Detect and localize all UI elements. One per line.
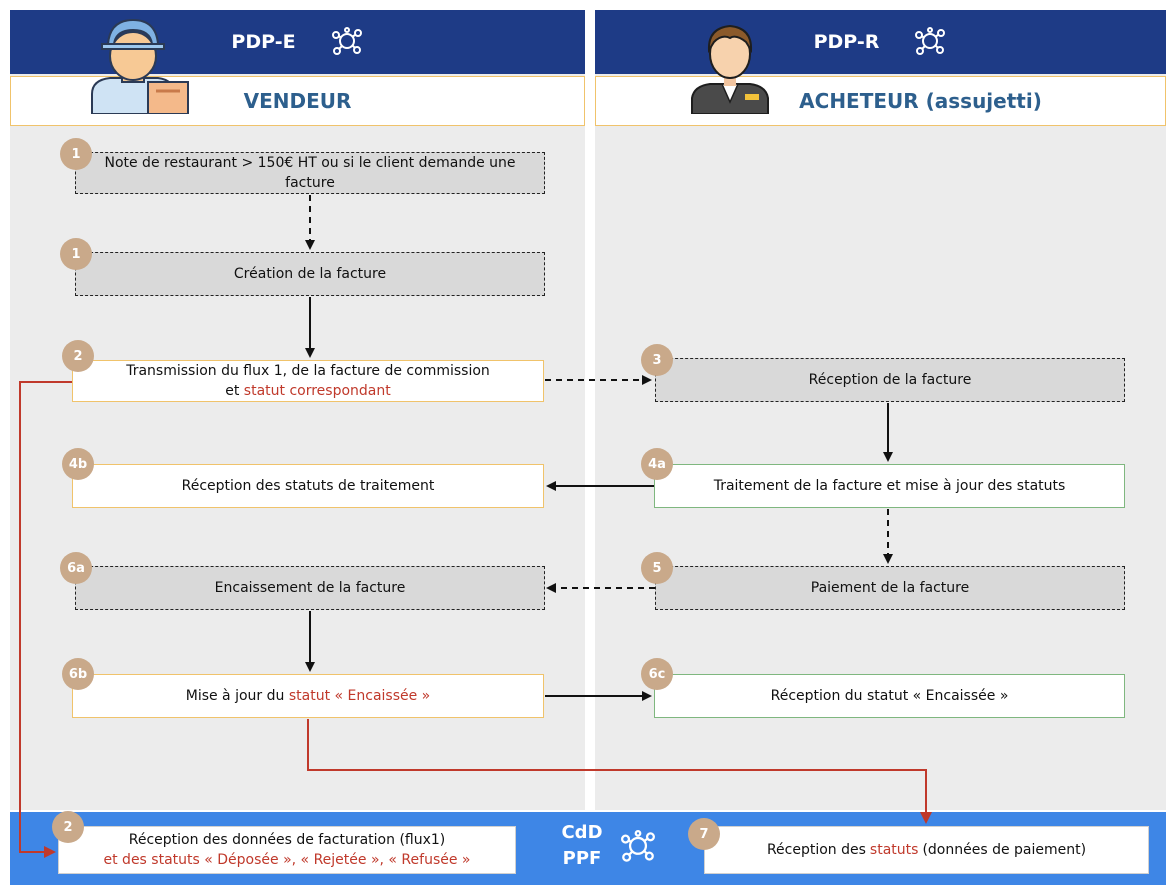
step-cash-collection-text: Encaissement de la facture <box>214 580 406 596</box>
step-flux1-prefix: et <box>225 383 244 399</box>
step-flux1-red: statut correspondant <box>243 383 391 399</box>
step-restaurant-note: Note de restaurant > 150€ HT ou si le cl… <box>75 152 545 194</box>
network-icon <box>330 27 364 57</box>
ppf-reception-data-line1: Réception des données de facturation (fl… <box>128 832 446 848</box>
red-arrow-flux1-to-ppf <box>19 381 72 858</box>
step-badge: 4b <box>62 448 94 480</box>
ppf-status-prefix: Réception des <box>766 842 866 858</box>
ppf-line2: PPF <box>562 848 602 869</box>
ppf-status-suffix: (données de paiement) <box>922 842 1087 858</box>
step-flux1-line2: et statut correspondant <box>225 381 391 401</box>
step-status-reception: Réception des statuts de traitement <box>72 464 544 508</box>
step-invoice-reception: Réception de la facture <box>655 358 1125 402</box>
ppf-status-red: statuts <box>869 842 919 858</box>
seller-platform-bar: PDP-E <box>10 10 585 74</box>
step-badge: 6b <box>62 658 94 690</box>
step-badge: 1 <box>60 238 92 270</box>
step-badge: 7 <box>688 818 720 850</box>
seller-platform-title: PDP-E <box>231 31 296 53</box>
step-cash-collection: Encaissement de la facture <box>75 566 545 610</box>
step-badge: 6c <box>641 658 673 690</box>
step-invoice-reception-text: Réception de la facture <box>808 372 972 388</box>
step-cashed-status-reception-text: Réception du statut « Encaissée » <box>770 688 1009 704</box>
step-invoice-processing-text: Traitement de la facture et mise à jour … <box>713 478 1066 494</box>
step-badge: 5 <box>641 552 673 584</box>
delivery-person-icon <box>82 14 192 115</box>
buyer-role-label: ACHETEUR (assujetti) <box>799 89 1042 113</box>
step-invoice-creation-text: Création de la facture <box>233 266 387 282</box>
step-status-update-prefix: Mise à jour du <box>185 688 289 704</box>
step-badge: 3 <box>641 344 673 376</box>
network-icon <box>618 830 658 864</box>
step-flux1-line1: Transmission du flux 1, de la facture de… <box>126 363 490 379</box>
step-badge: 6a <box>60 552 92 584</box>
step-invoice-payment: Paiement de la facture <box>655 566 1125 610</box>
step-invoice-processing: Traitement de la facture et mise à jour … <box>654 464 1125 508</box>
step-status-update-red: statut « Encaissée » <box>288 688 431 704</box>
buyer-role-bar: ACHETEUR (assujetti) <box>595 76 1166 126</box>
step-status-update: Mise à jour du statut « Encaissée » <box>72 674 544 718</box>
buyer-platform-bar: PDP-R <box>595 10 1166 74</box>
step-invoice-payment-text: Paiement de la facture <box>810 580 970 596</box>
seller-role-label: VENDEUR <box>243 89 352 113</box>
ppf-reception-data-box: Réception des données de facturation (fl… <box>58 826 516 874</box>
step-badge: 1 <box>60 138 92 170</box>
network-icon <box>913 27 947 57</box>
step-cashed-status-reception: Réception du statut « Encaissée » <box>654 674 1125 718</box>
step-badge: 2 <box>62 340 94 372</box>
buyer-platform-title: PDP-R <box>813 31 880 53</box>
businessman-avatar <box>690 14 770 115</box>
ppf-reception-status-box: Réception des statuts (données de paieme… <box>704 826 1149 874</box>
step-invoice-creation: Création de la facture <box>75 252 545 296</box>
ppf-reception-data-line2: et des statuts « Déposée », « Rejetée »,… <box>103 852 471 868</box>
step-badge: 2 <box>52 811 84 843</box>
step-flux1-transmission: Transmission du flux 1, de la facture de… <box>72 360 544 402</box>
step-badge: 4a <box>641 448 673 480</box>
red-arrow-status-to-ppf <box>307 719 932 824</box>
ppf-label: CdD PPF <box>552 820 612 880</box>
step-status-reception-text: Réception des statuts de traitement <box>181 478 435 494</box>
step-restaurant-note-text: Note de restaurant > 150€ HT ou si le cl… <box>104 155 516 191</box>
ppf-line1: CdD <box>561 822 603 843</box>
